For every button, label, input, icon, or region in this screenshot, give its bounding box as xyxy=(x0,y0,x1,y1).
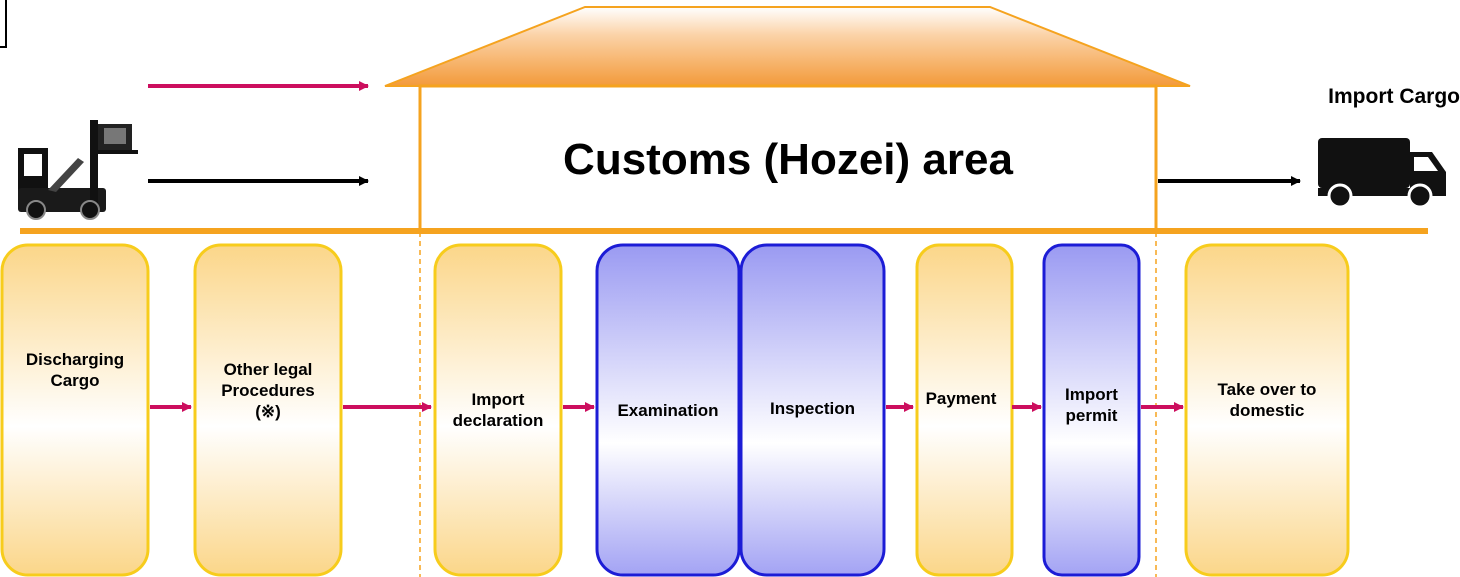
corner-frame xyxy=(0,0,7,48)
house-body xyxy=(418,84,1158,232)
step-label-discharging: Discharging Cargo xyxy=(25,350,125,390)
step-box-inspection xyxy=(739,243,886,577)
step-box-examination xyxy=(595,243,741,577)
step-label-other-legal: Other legal Procedures (※) xyxy=(221,359,315,421)
forklift-icon xyxy=(18,120,138,220)
step-label-examination: Examination xyxy=(617,400,719,420)
step-box-payment xyxy=(915,243,1014,577)
step-label-take-over: Take over to domestic xyxy=(1217,380,1317,420)
step-label-import-permit: Import permit xyxy=(1065,385,1118,425)
step-box-discharging xyxy=(0,243,150,577)
step-label-import-declaration: Import declaration xyxy=(452,390,544,430)
step-box-import-declaration xyxy=(433,243,563,577)
step-label-payment: Payment xyxy=(925,388,997,408)
step-box-take-over xyxy=(1184,243,1350,577)
step-box-import-permit xyxy=(1042,243,1141,577)
truck-icon xyxy=(1318,138,1446,209)
step-label-inspection: Inspection xyxy=(769,398,855,418)
diagram-title: Customs (Hozei) area xyxy=(563,135,1013,184)
step-box-other-legal xyxy=(193,243,343,577)
house-roof xyxy=(384,6,1191,87)
import-cargo-label: Import Cargo xyxy=(1328,85,1460,108)
